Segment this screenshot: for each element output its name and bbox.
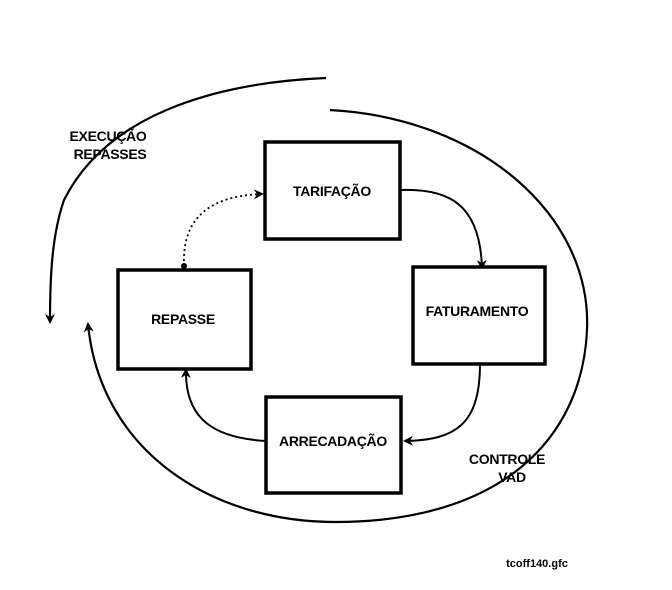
execucao-label-line1: EXECUÇÃO [70, 127, 147, 144]
execucao-cycle-arrow [45, 76, 327, 324]
repasse-box [116, 268, 253, 371]
arrecadacao-box [264, 395, 403, 495]
faturamento-to-arrecadacao-arrow [403, 363, 481, 446]
controle-cycle-arrow [83, 108, 589, 524]
faturamento-label: FATURAMENTO [426, 303, 529, 319]
dotted-arrow-start-dot [181, 263, 187, 269]
tarifacao-label: TARIFAÇÃO [293, 182, 371, 199]
tarifacao-to-faturamento-arrow [399, 188, 487, 270]
controle-label-line1: CONTROLE [469, 451, 545, 467]
faturamento-box [411, 265, 547, 366]
execucao-label-line2: REPASSES [74, 146, 147, 162]
arrecadacao-label: ARRECADAÇÃO [279, 432, 387, 449]
tarifacao-box [263, 140, 402, 241]
controle-label-line2: VAD [498, 469, 526, 485]
file-name-label: tcoff140.gfc [506, 558, 568, 570]
repasse-label: REPASSE [151, 311, 215, 327]
repasse-to-tarifacao-dotted-arrow [183, 189, 264, 267]
arrecadacao-to-repasse-arrow [180, 368, 267, 442]
